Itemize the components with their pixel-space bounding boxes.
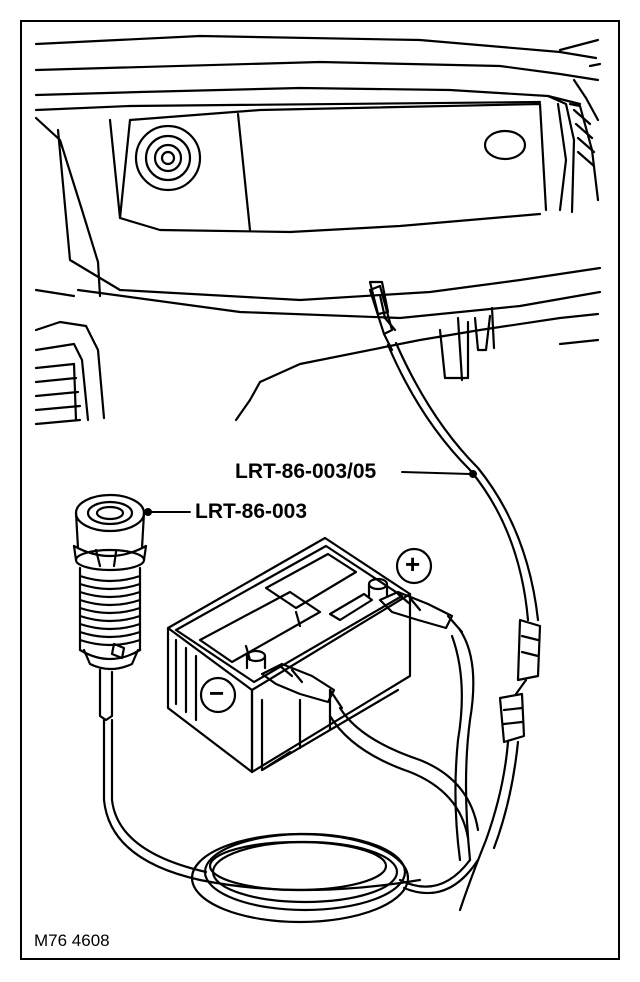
positive-symbol: [395, 547, 433, 585]
figure-reference: M76 4608: [34, 931, 110, 950]
positive-crocodile-clip: [378, 590, 464, 634]
negative-crocodile-clip: [260, 662, 344, 710]
negative-symbol: [199, 676, 237, 714]
dash-oval-hole: [483, 129, 527, 161]
test-lead-cables: [102, 284, 542, 924]
callout-socket-tool: LRT-86-003: [195, 500, 308, 523]
callout-lead-tool: LRT-86-003/05: [235, 460, 377, 483]
dashboard-outline: [34, 34, 602, 320]
battery: [166, 536, 412, 774]
console-outline: [234, 280, 600, 422]
dash-socket-aperture: [134, 124, 202, 192]
diagram-frame: [20, 20, 620, 960]
positive-terminal-label: +: [405, 549, 421, 579]
air-vent: [34, 320, 106, 426]
negative-terminal-label: −: [209, 678, 225, 708]
battery-terminals: [245, 577, 389, 670]
socket-adaptor-tool: [72, 493, 148, 722]
callout-leaders: [144, 470, 477, 516]
